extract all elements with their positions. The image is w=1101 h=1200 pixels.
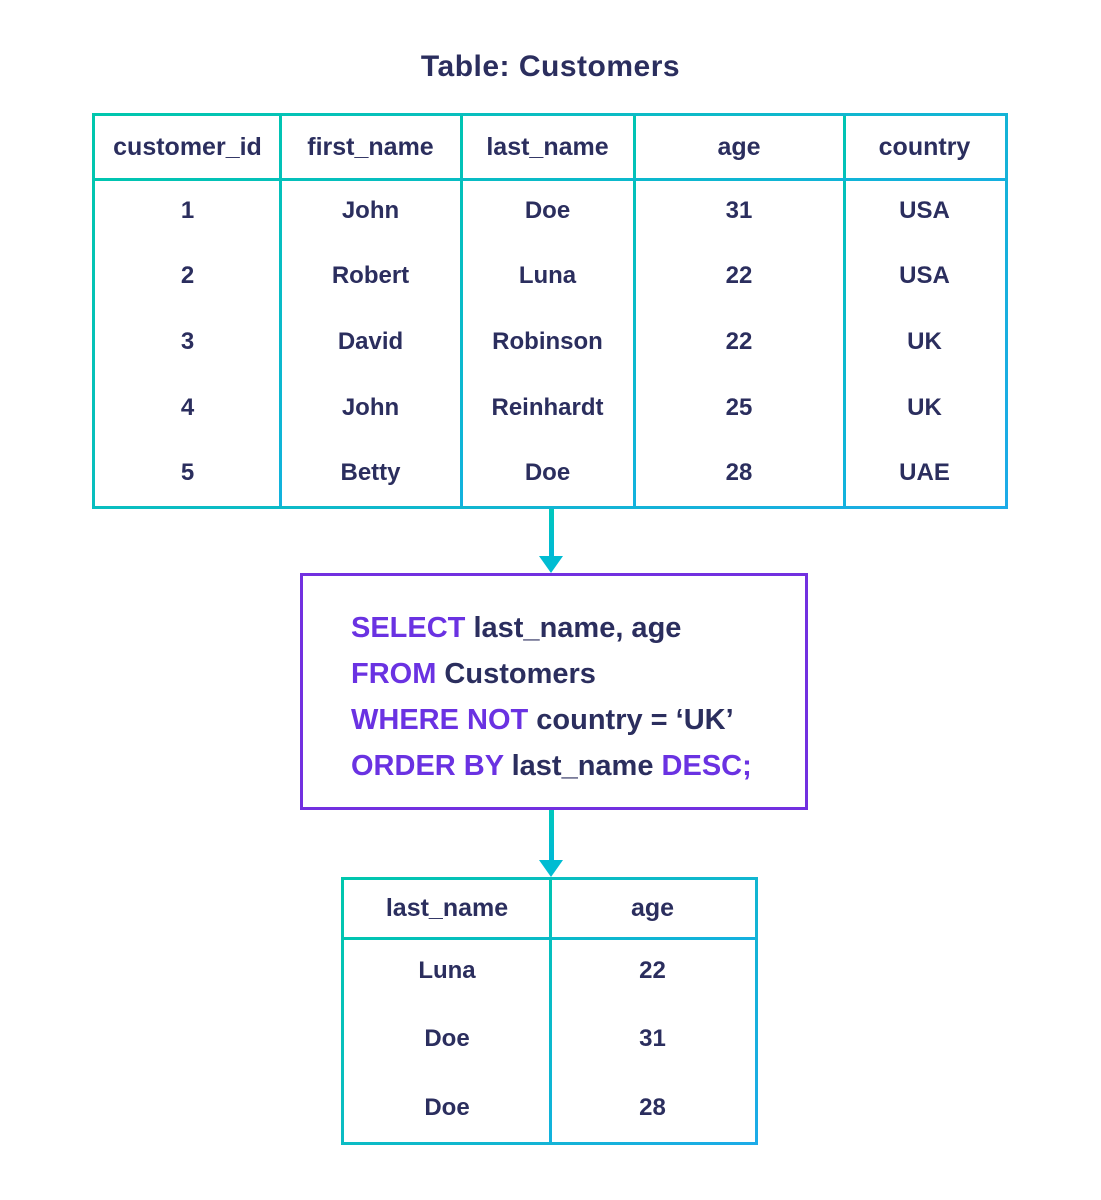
table-cell: 28 [639, 1093, 666, 1121]
table-cell: UK [907, 393, 942, 421]
table-cell: Luna [518, 262, 577, 290]
table-cell: 28 [725, 459, 753, 487]
table-cell: 31 [639, 1025, 666, 1053]
table-cell: UK [907, 327, 942, 355]
sql-text: last_name [503, 750, 662, 782]
sql-keyword: SELECT [351, 612, 466, 644]
table-cell: Reinhardt [491, 393, 604, 421]
table-cell: Doe [424, 1093, 470, 1121]
sql-text: last_name, age [465, 612, 682, 644]
column-header: last_name [385, 894, 509, 922]
column-header: age [630, 894, 675, 922]
table-cell: 22 [725, 327, 753, 355]
table-cell: 1 [180, 196, 195, 224]
table-cell: Betty [340, 459, 401, 487]
result-table: last_name age Luna 22 Doe 31 Doe 28 [341, 877, 758, 1145]
table-cell: Robinson [492, 327, 603, 355]
table-cell: USA [899, 262, 950, 290]
sql-keyword: FROM [351, 658, 437, 690]
arrow-down-icon [539, 509, 563, 573]
table-cell: USA [899, 196, 950, 224]
sql-text: country = ‘UK’ [528, 704, 734, 736]
sql-query-box: SELECT last_name, age FROM Customers WHE… [300, 573, 808, 810]
customers-table: customer_id first_name last_name age cou… [92, 113, 1008, 509]
sql-line-from: FROM Customers [351, 651, 805, 697]
table-cell: 5 [180, 459, 195, 487]
table-cell: 2 [180, 262, 195, 290]
header-separator [344, 937, 755, 940]
column-divider [549, 880, 552, 1142]
column-divider [279, 116, 282, 506]
table-cell: 3 [180, 327, 195, 355]
arrow-head [539, 860, 563, 877]
customers-table-grid: customer_id first_name last_name age cou… [95, 116, 1005, 506]
arrow-shaft [548, 509, 554, 556]
column-divider [843, 116, 846, 506]
sql-line-select: SELECT last_name, age [351, 605, 805, 651]
header-separator [95, 178, 1005, 181]
column-divider [460, 116, 463, 506]
column-header: first_name [307, 132, 434, 161]
table-cell: John [341, 393, 400, 421]
table-cell: John [341, 196, 400, 224]
table-cell: Doe [524, 459, 571, 487]
table-cell: 31 [725, 196, 753, 224]
arrow-head [539, 556, 563, 573]
table-cell: 22 [725, 262, 753, 290]
table-cell: 25 [725, 393, 753, 421]
table-cell: Robert [331, 262, 410, 290]
result-table-grid: last_name age Luna 22 Doe 31 Doe 28 [344, 880, 755, 1142]
table-cell: Doe [424, 1025, 470, 1053]
column-header: age [717, 132, 761, 161]
sql-line-where: WHERE NOT country = ‘UK’ [351, 697, 805, 743]
table-cell: 22 [639, 957, 666, 985]
sql-line-orderby: ORDER BY last_name DESC; [351, 743, 805, 789]
diagram-title: Table: Customers [420, 50, 681, 83]
table-cell: UAE [899, 459, 950, 487]
sql-keyword: DESC; [661, 750, 752, 782]
table-cell: 4 [180, 393, 195, 421]
table-cell: Luna [418, 957, 476, 985]
sql-keyword: WHERE NOT [351, 704, 529, 736]
arrow-down-icon [539, 810, 563, 877]
sql-text: Customers [436, 658, 596, 690]
arrow-shaft [548, 810, 554, 860]
table-cell: David [337, 327, 404, 355]
sql-keyword: ORDER BY [351, 750, 504, 782]
column-header: country [878, 132, 971, 161]
column-header: customer_id [113, 132, 262, 161]
column-header: last_name [486, 132, 609, 161]
column-divider [633, 116, 636, 506]
table-cell: Doe [524, 196, 571, 224]
